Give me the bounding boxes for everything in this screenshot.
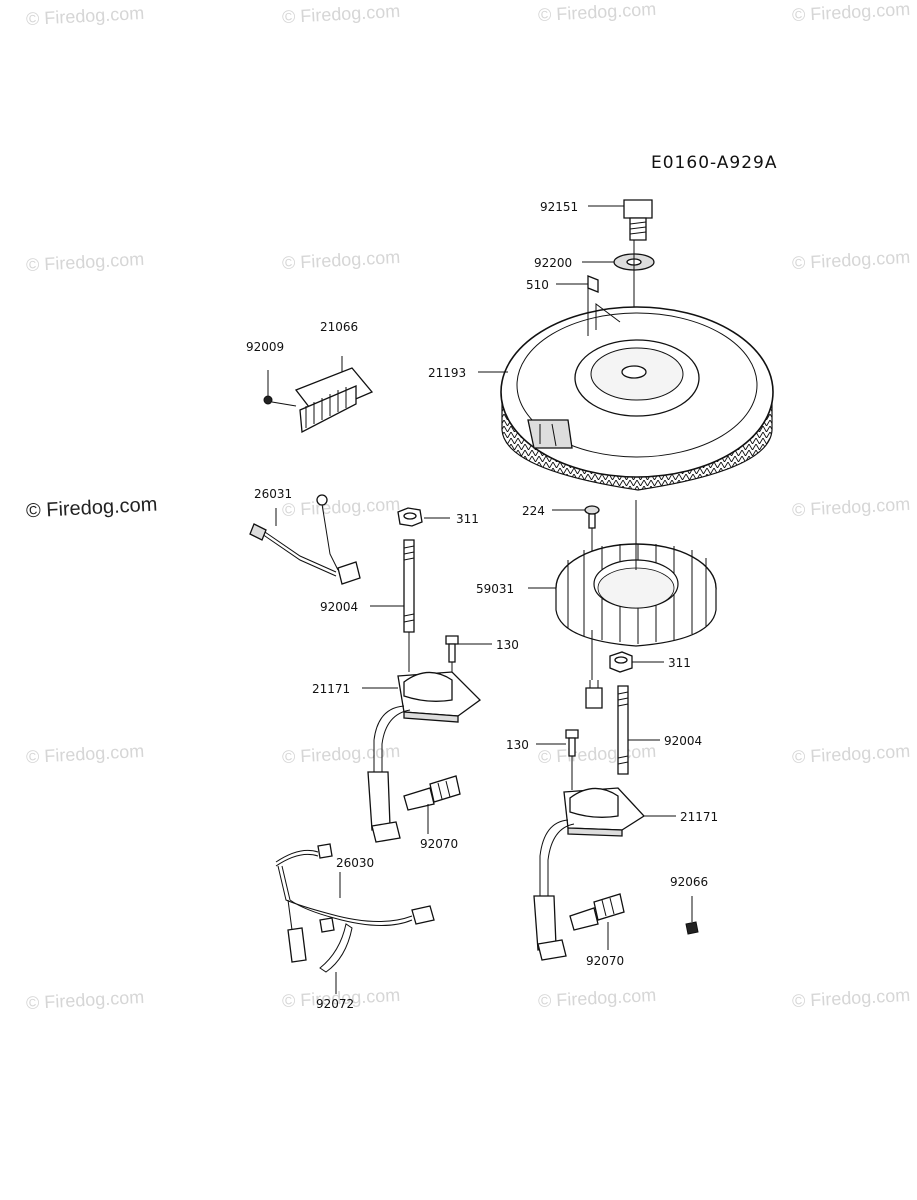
wire-harness-part xyxy=(275,843,435,963)
bolt-part xyxy=(565,729,579,790)
part-label-21171: 21171 xyxy=(680,810,718,824)
tube-part xyxy=(319,917,353,994)
wire-harness-part xyxy=(249,494,361,585)
part-label-92070: 92070 xyxy=(420,837,458,851)
part-label-21193: 21193 xyxy=(428,366,466,380)
ignition-coil-part xyxy=(367,671,481,843)
bolt-part xyxy=(623,199,653,241)
part-label-311: 311 xyxy=(668,656,691,670)
ignition-coil-part xyxy=(533,787,646,961)
part-label-311: 311 xyxy=(456,512,479,526)
regulator-part xyxy=(294,356,374,434)
part-label-130: 130 xyxy=(506,738,529,752)
part-label-92151: 92151 xyxy=(540,200,578,214)
stator-part xyxy=(555,500,717,709)
bolt-part xyxy=(445,635,459,688)
part-label-92066: 92066 xyxy=(670,875,708,889)
part-label-92009: 92009 xyxy=(246,340,284,354)
part-label-92004: 92004 xyxy=(320,600,358,614)
part-label-26031: 26031 xyxy=(254,487,292,501)
stud-part xyxy=(617,685,629,775)
screw-part xyxy=(584,505,600,552)
part-label-59031: 59031 xyxy=(476,582,514,596)
part-label-92070: 92070 xyxy=(586,954,624,968)
screw-part xyxy=(263,370,297,407)
flywheel-part xyxy=(500,286,774,491)
nut-part xyxy=(609,651,633,673)
diagram-reference-code: E0160-A929A xyxy=(651,153,778,173)
part-label-92004: 92004 xyxy=(664,734,702,748)
part-label-224: 224 xyxy=(522,504,545,518)
part-label-92072: 92072 xyxy=(316,997,354,1011)
key-part xyxy=(587,275,599,293)
part-label-26030: 26030 xyxy=(336,856,374,870)
part-label-21066: 21066 xyxy=(320,320,358,334)
part-label-130: 130 xyxy=(496,638,519,652)
nut-part xyxy=(685,896,699,935)
part-label-92200: 92200 xyxy=(534,256,572,270)
stud-part xyxy=(403,539,415,672)
part-label-510: 510 xyxy=(526,278,549,292)
part-label-21171: 21171 xyxy=(312,682,350,696)
nut-part xyxy=(397,507,423,527)
